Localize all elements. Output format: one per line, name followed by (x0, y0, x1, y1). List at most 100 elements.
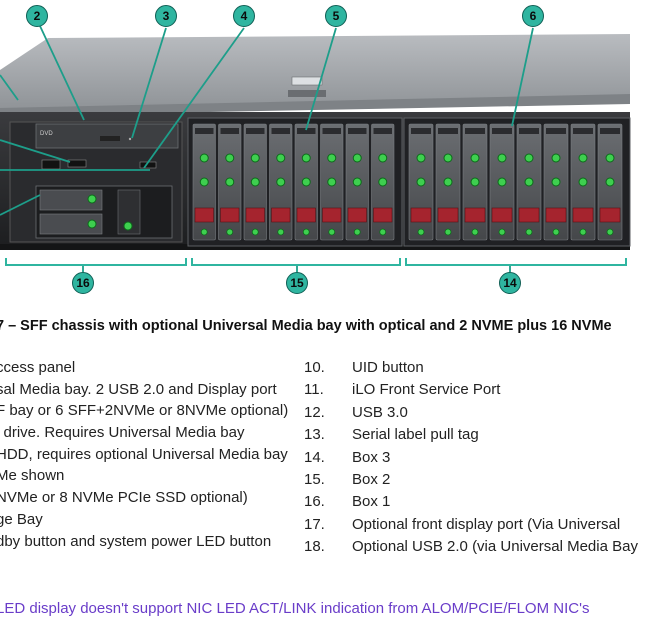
callout-16: 16 (72, 272, 94, 294)
component-list-left: ccess panel sal Media bay. 2 USB 2.0 and… (0, 357, 306, 552)
figure: DVD (0, 5, 638, 617)
drive-carrier-handle (411, 128, 431, 134)
drive-activity-led (605, 153, 615, 163)
list-item: NVMe or 8 NVMe PCIe SSD optional) (0, 489, 248, 507)
drive-status-led (524, 177, 534, 187)
drive-status-led (416, 177, 426, 187)
drive-release-latch (245, 207, 265, 223)
callout-3: 3 (155, 5, 177, 27)
callout-4: 4 (233, 5, 255, 27)
list-item: 17.Optional front display port (Via Univ… (304, 514, 634, 536)
list-item-text: USB 3.0 (352, 403, 408, 421)
drive-bottom-led (200, 228, 208, 236)
drive-carrier-handle (600, 128, 620, 134)
list-item-number: 11. (304, 381, 324, 399)
drive-release-latch (322, 207, 342, 223)
display-port (41, 159, 61, 170)
drive-status-led (578, 177, 588, 187)
drive-status-led (497, 177, 507, 187)
drive-activity-led (199, 153, 209, 163)
drive-bottom-led (328, 228, 336, 236)
list-item-number: 15. (304, 470, 325, 488)
list-item: HDD, requires optional Universal Media b… (0, 445, 288, 463)
drive-release-latch (373, 207, 393, 223)
drive-bottom-led (379, 228, 387, 236)
drive-activity-led (352, 153, 362, 163)
drive-bottom-led (251, 228, 259, 236)
drive-bottom-led (353, 228, 361, 236)
drive-status-led (470, 177, 480, 187)
list-item: l drive. Requires Universal Media bay (0, 424, 245, 442)
list-item: 15. Box 2 (304, 469, 634, 491)
list-item: 16. Box 1 (304, 491, 634, 513)
list-item-number: 16. (304, 493, 325, 511)
drive-bottom-led (552, 228, 560, 236)
drive-release-latch (491, 207, 513, 223)
list-item-text: Serial label pull tag (352, 426, 479, 444)
drive-carrier-handle (373, 128, 392, 134)
callout-2: 2 (26, 5, 48, 27)
drive-bottom-led (471, 228, 479, 236)
drive-carrier-handle (492, 128, 512, 134)
nvme-led-1 (87, 194, 97, 204)
list-item: ge Bay (0, 510, 43, 528)
callout-15: 15 (286, 272, 308, 294)
list-item-text: Optional front display port (Via Univers… (352, 515, 621, 533)
drive-activity-led (524, 153, 534, 163)
list-item: ccess panel (0, 359, 76, 376)
nvme-latch (117, 189, 141, 235)
optical-led (128, 137, 132, 141)
drive-carrier-handle (519, 128, 539, 134)
drive-release-latch (347, 207, 367, 223)
bay-brackets (5, 258, 627, 266)
drive-status-led (551, 177, 561, 187)
usb-port-1 (67, 159, 87, 168)
callout-14: 14 (499, 272, 521, 294)
chassis-lid-front-edge (0, 94, 630, 116)
drive-bottom-led (579, 228, 587, 236)
drive-activity-led (578, 153, 588, 163)
drive-bottom-led (302, 228, 310, 236)
drive-release-latch (437, 207, 459, 223)
list-item-text: Optional USB 2.0 (via Universal Media Ba… (352, 538, 638, 556)
drive-release-latch (518, 207, 540, 223)
drive-activity-led (416, 153, 426, 163)
drive-release-latch (572, 207, 594, 223)
callout-6: 6 (522, 5, 544, 27)
list-item-text: Box 2 (352, 470, 391, 488)
drive-release-latch (464, 207, 486, 223)
chassis-bottom-edge (0, 244, 630, 250)
drive-carrier-handle (195, 128, 214, 134)
drive-activity-led (327, 153, 337, 163)
drive-activity-led (497, 153, 507, 163)
list-item-text: Box 3 (352, 448, 391, 466)
drive-status-led (199, 177, 209, 187)
drive-bottom-led (444, 228, 452, 236)
list-item-number: 18. (304, 538, 325, 556)
nvme-drive-2 (39, 213, 103, 235)
list-item-text: iLO Front Service Port (352, 381, 501, 399)
list-item: F bay or 6 SFF+2NVMe or 8NVMe optional) (0, 402, 289, 420)
list-item: Me shown (0, 467, 65, 485)
drive-release-latch (599, 207, 621, 223)
optical-eject-button (100, 136, 120, 141)
drive-carrier-handle (322, 128, 341, 134)
nvme-bay-led (123, 221, 133, 231)
drive-status-led (327, 177, 337, 187)
drive-carrier-handle (297, 128, 316, 134)
drive-carrier-handle (438, 128, 458, 134)
figure-caption: 7 – SFF chassis with optional Universal … (0, 318, 612, 334)
footnote: LED display doesn't support NIC LED ACT/… (0, 600, 590, 617)
drive-status-led (352, 177, 362, 187)
list-item-text: Box 1 (352, 493, 391, 511)
drive-status-led (250, 177, 260, 187)
drive-carrier-handle (220, 128, 239, 134)
component-list-right: 10.UID button 11.iLO Front Service Port … (304, 357, 638, 559)
drive-bottom-led (417, 228, 425, 236)
list-item-number: 10. (304, 359, 325, 376)
list-item: 10.UID button (304, 357, 634, 379)
list-item: 11. iLO Front Service Port (304, 379, 634, 401)
list-item: sal Media bay. 2 USB 2.0 and Display por… (0, 380, 277, 398)
drive-bottom-led (277, 228, 285, 236)
drive-carrier-handle (348, 128, 367, 134)
